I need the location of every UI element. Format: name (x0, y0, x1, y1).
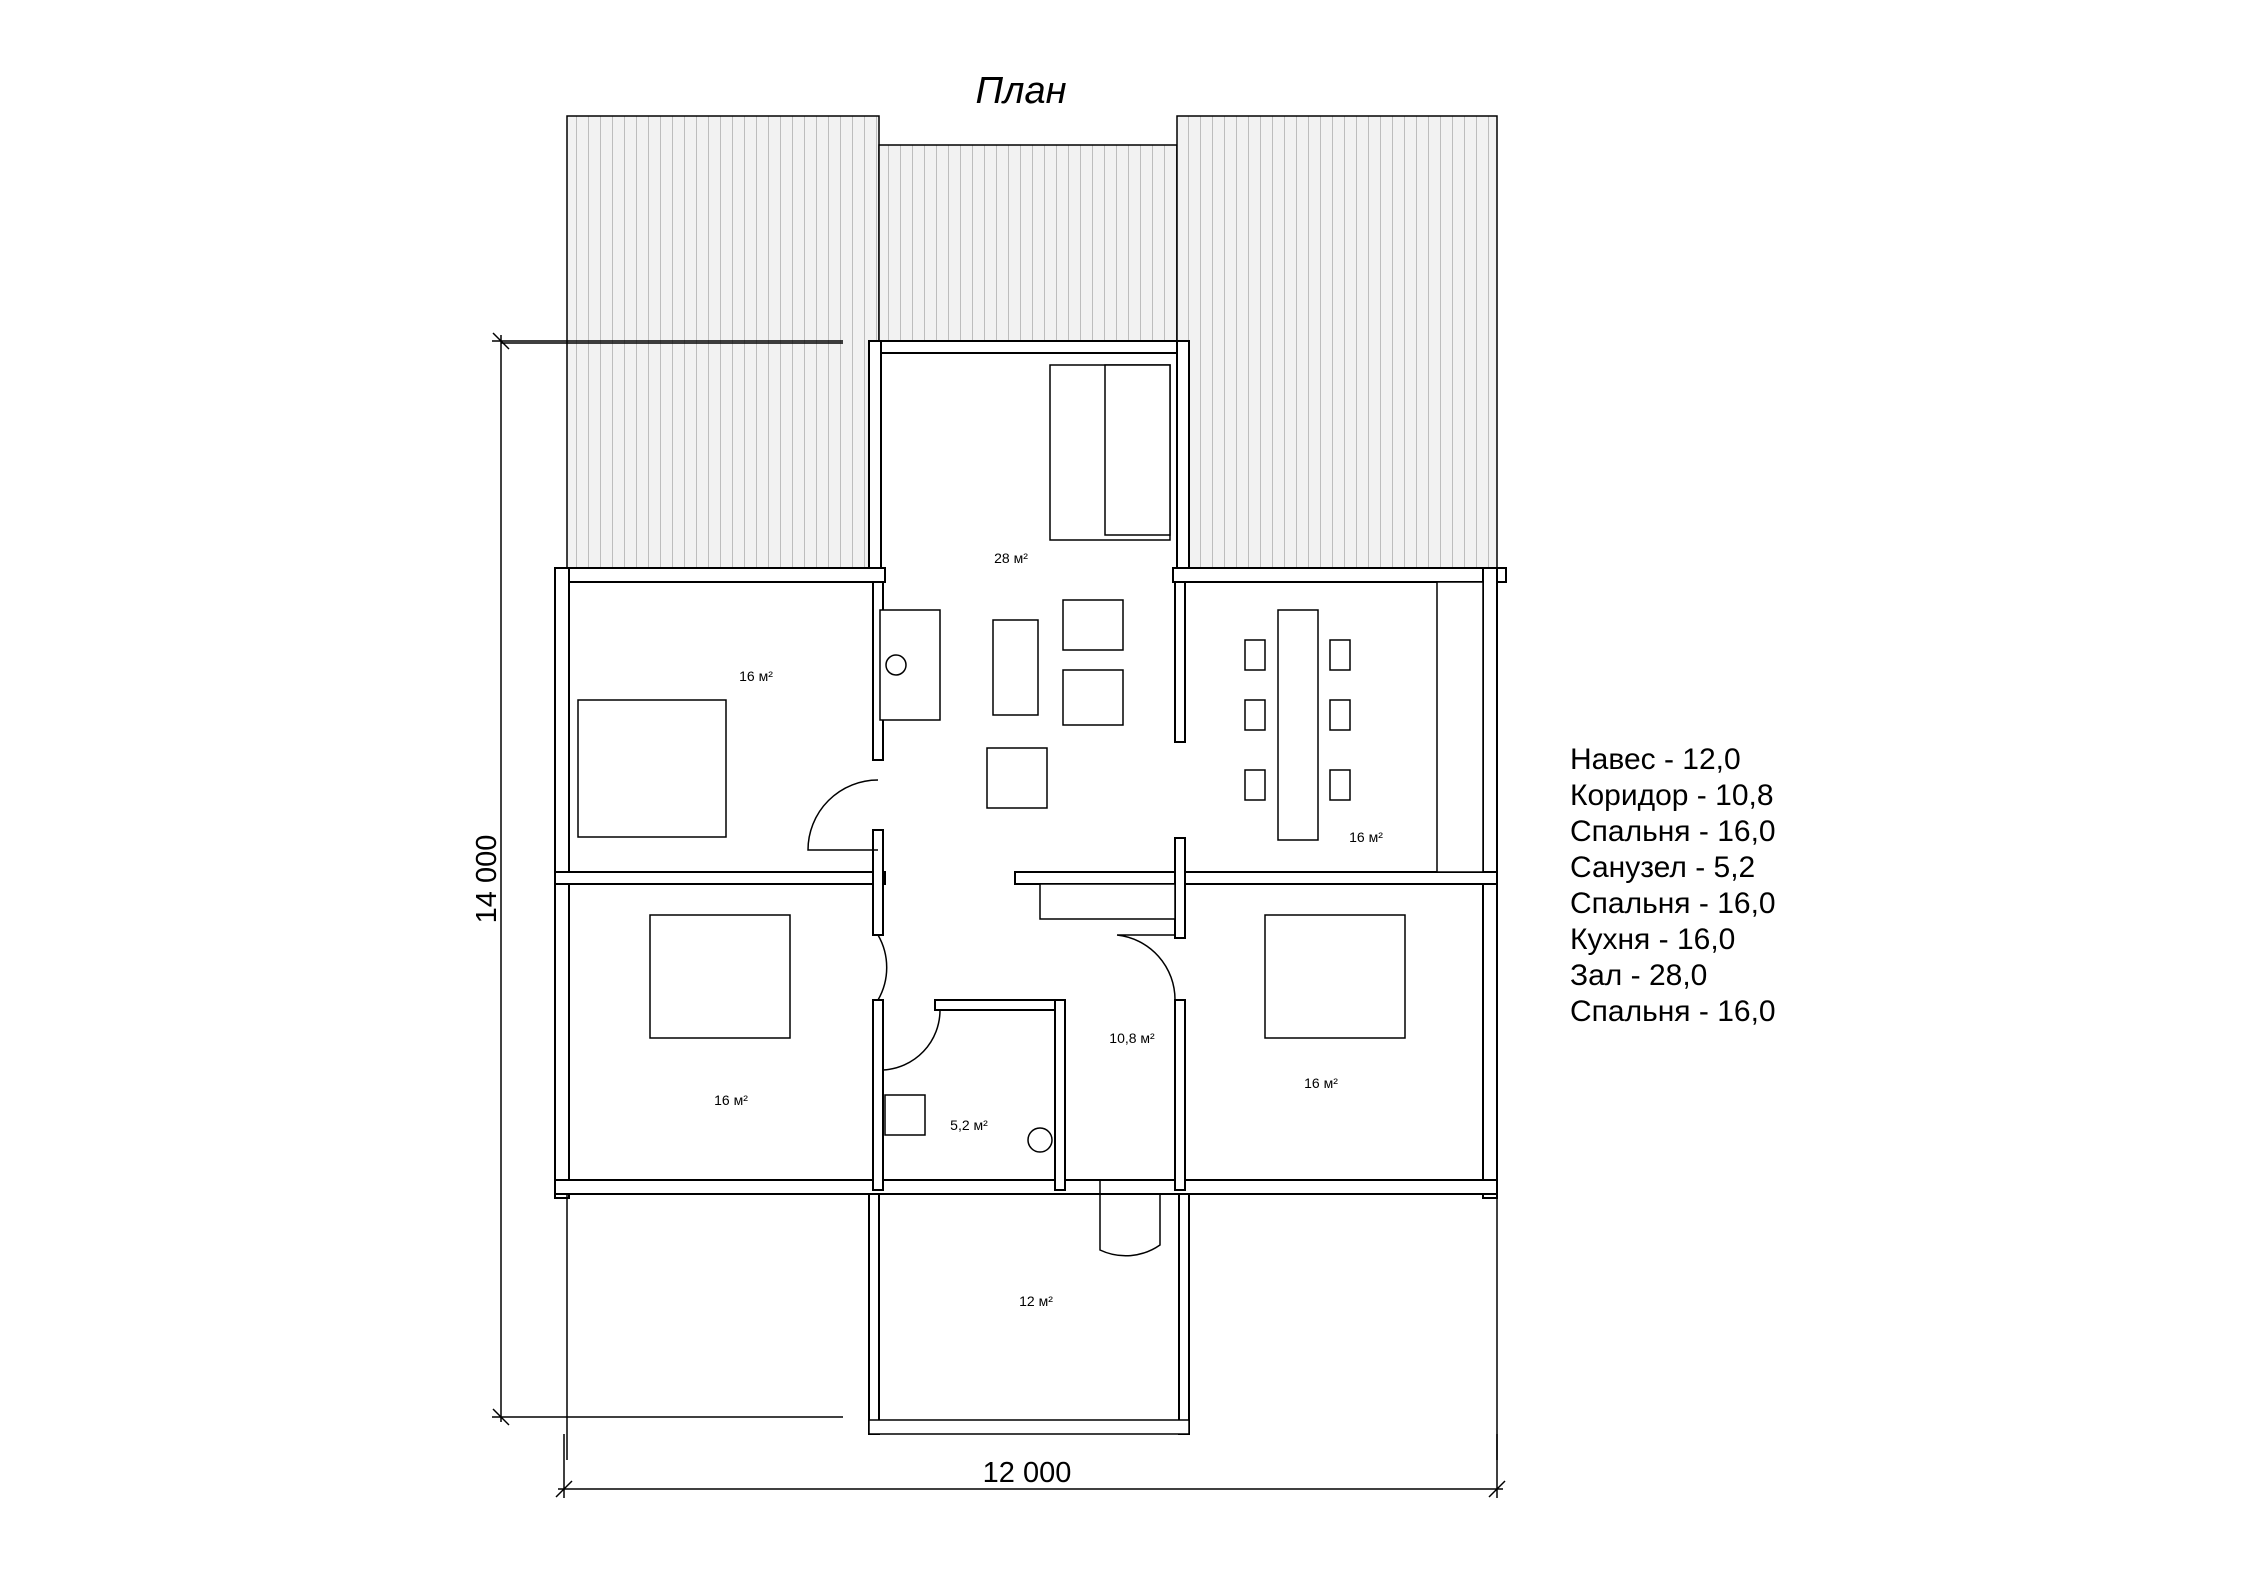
room-label-bedroom-3: 16 м² (1304, 1075, 1338, 1091)
legend-item: Навес - 12,0 (1570, 743, 1741, 776)
legend-item: Санузел - 5,2 (1570, 851, 1756, 884)
furniture (577, 364, 1484, 1153)
doors (807, 779, 1176, 1257)
legend-item: Спальня - 16,0 (1570, 815, 1776, 848)
width-dimension-label: 12 000 (983, 1457, 1072, 1489)
room-label-corridor: 10,8 м² (1109, 1030, 1155, 1046)
room-label-porch: 12 м² (1019, 1293, 1053, 1309)
legend-item: Зал - 28,0 (1570, 959, 1708, 992)
canopy-roofs (501, 115, 1498, 575)
room-label-bedroom-1: 16 м² (739, 668, 773, 684)
area-legend: Навес - 12,0 Коридор - 10,8 Спальня - 16… (1570, 742, 1776, 1030)
legend-item: Коридор - 10,8 (1570, 779, 1774, 812)
room-labels: 28 м² 16 м² 16 м² 16 м² 10,8 м² 16 м² 5,… (714, 550, 1383, 1309)
legend-item: Спальня - 16,0 (1570, 995, 1776, 1028)
plan-title: План (975, 70, 1066, 112)
legend-item: Спальня - 16,0 (1570, 887, 1776, 920)
walls (554, 340, 1507, 1460)
room-label-bedroom-2: 16 м² (714, 1092, 748, 1108)
dimension-width: 12 000 (555, 1434, 1506, 1498)
room-label-bathroom: 5,2 м² (950, 1117, 988, 1133)
dimension-height: 14 000 (471, 332, 843, 1426)
room-label-hall: 28 м² (994, 550, 1028, 566)
height-dimension-label: 14 000 (471, 835, 503, 924)
room-label-kitchen: 16 м² (1349, 829, 1383, 845)
legend-item: Кухня - 16,0 (1570, 923, 1736, 956)
